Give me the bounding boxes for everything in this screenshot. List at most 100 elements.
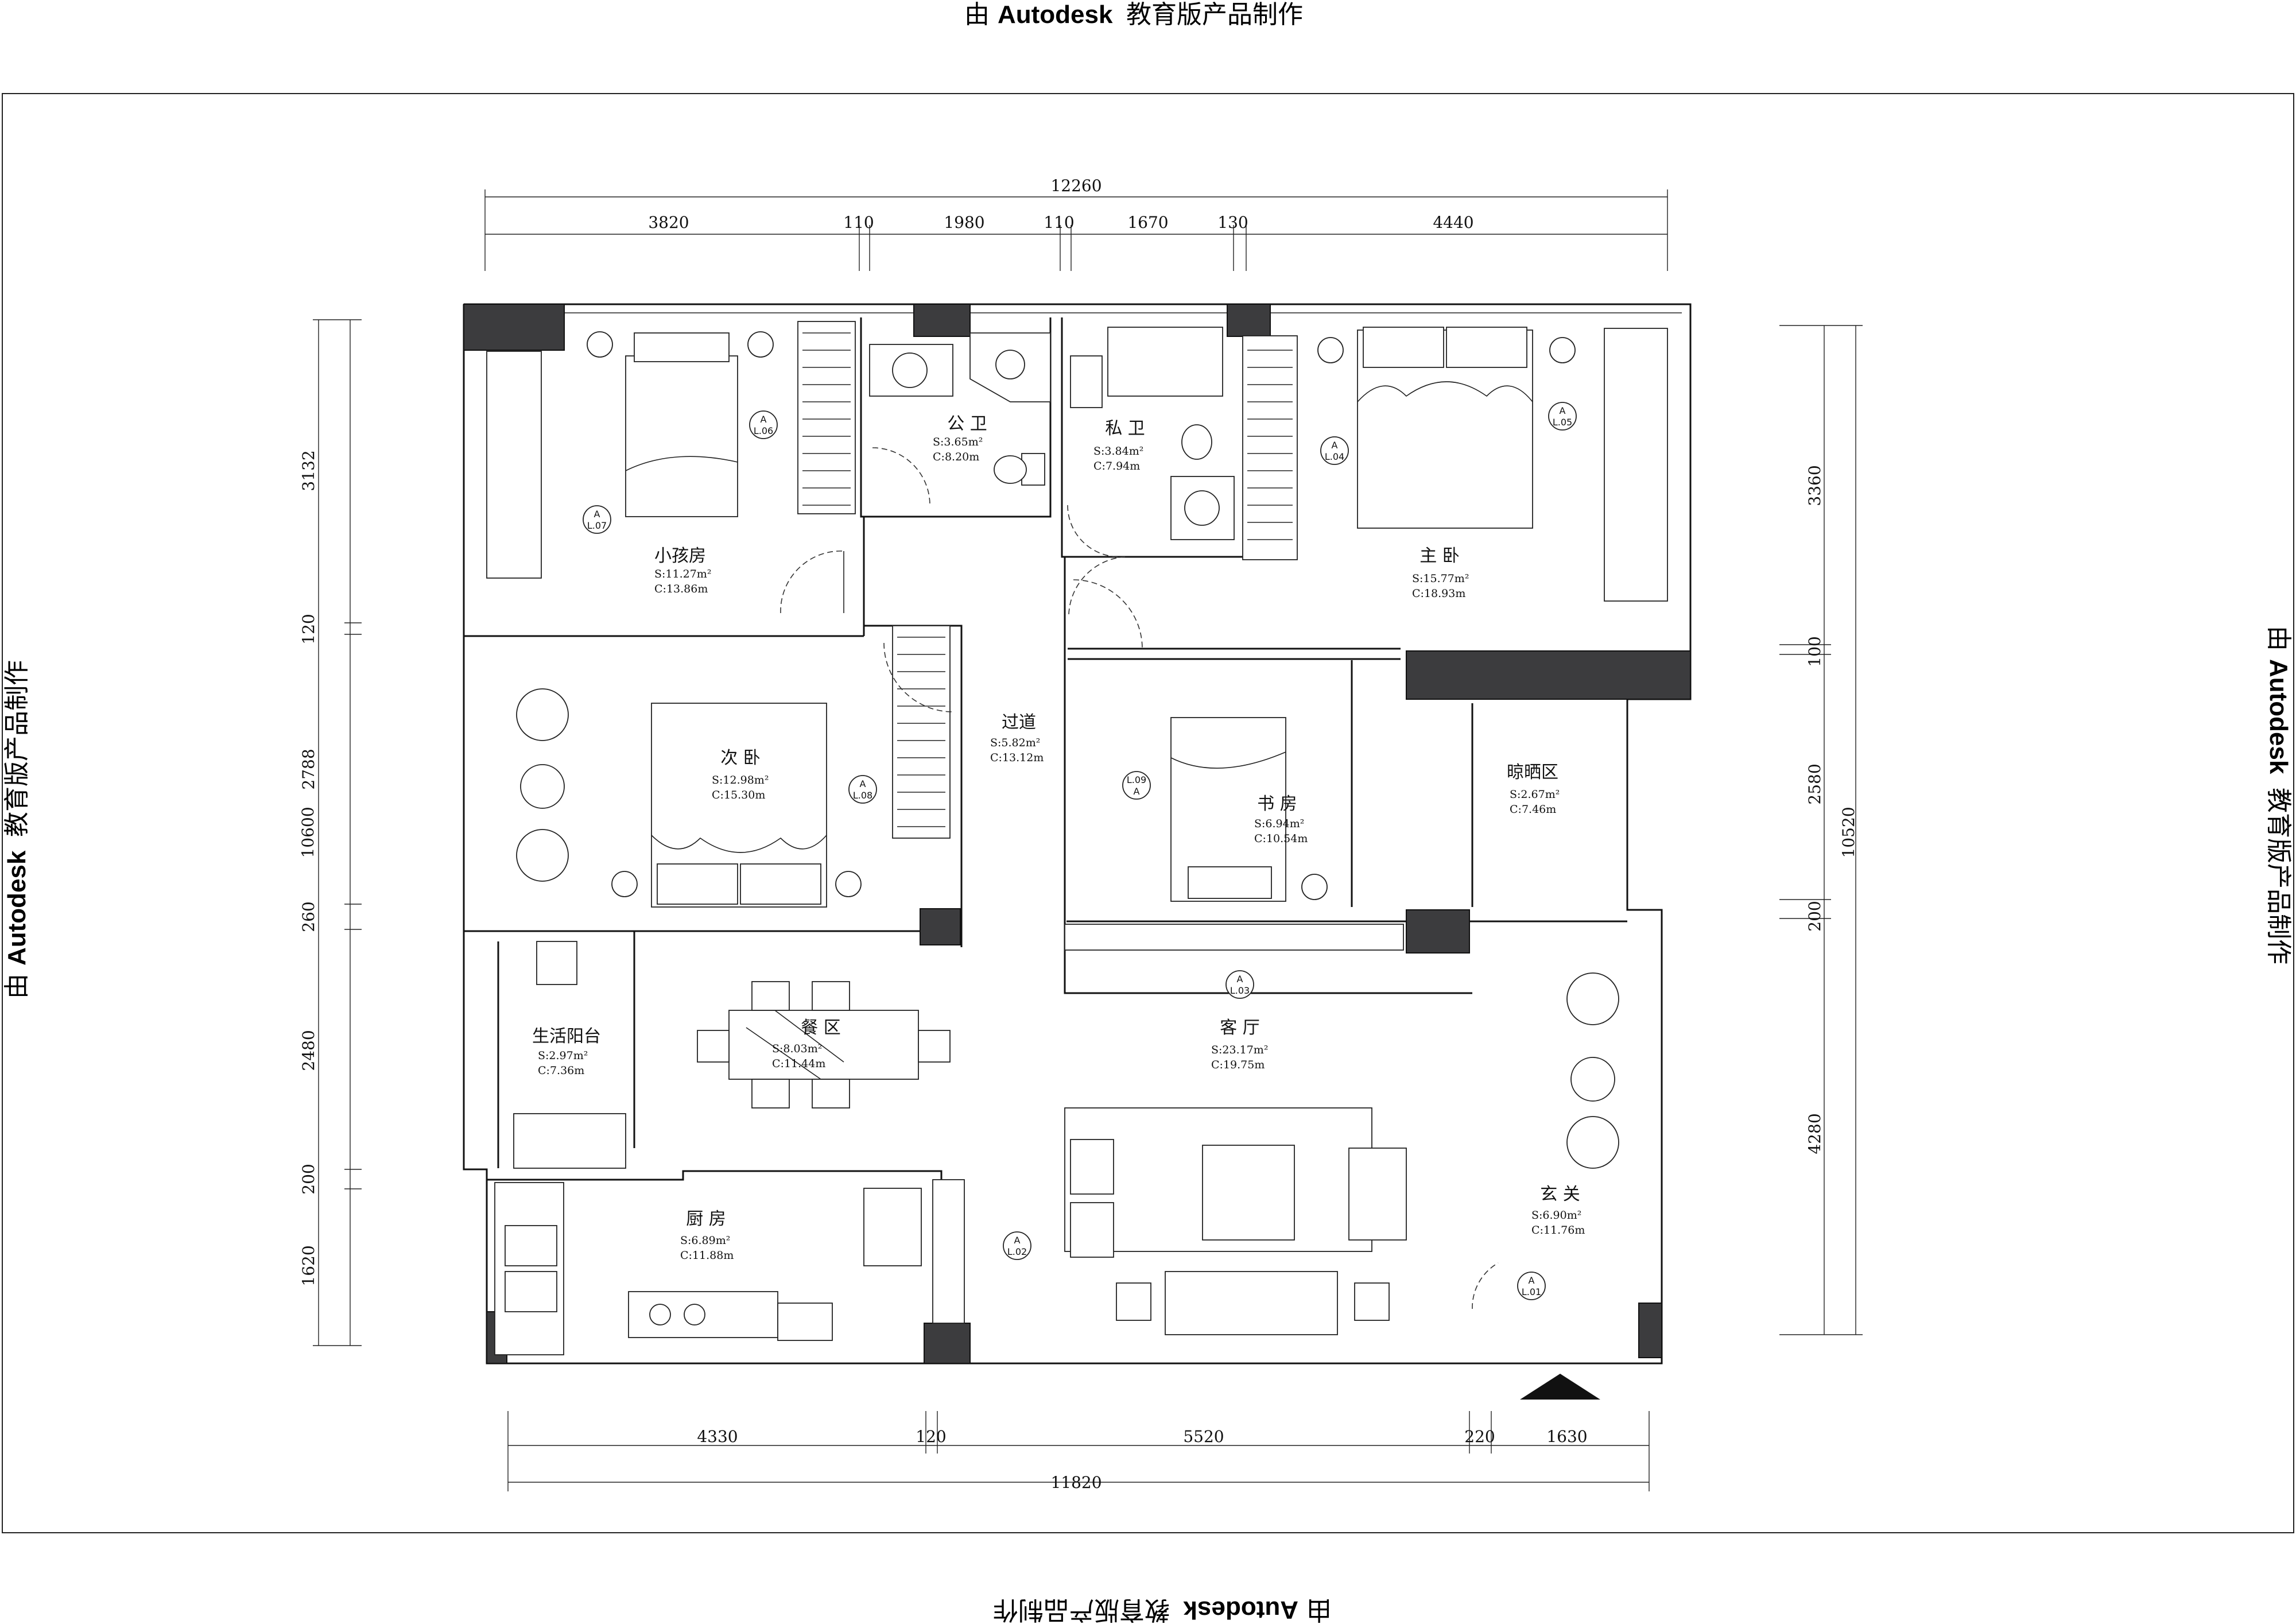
room-name-second-bed: 次 卧 <box>720 748 761 768</box>
room-living: 客 厅 S:23.17m² C:19.75m <box>1211 1018 1268 1071</box>
room-name-kitchen: 厨 房 <box>686 1209 726 1229</box>
room-area-corridor: S:5.82m² <box>990 737 1040 749</box>
doors <box>780 447 1499 1309</box>
dim-left-seg-1: 3132 <box>299 450 318 491</box>
dim-bottom-seg-1: 4330 <box>697 1427 738 1446</box>
room-public-bath: 公 卫 S:3.65m² C:8.20m <box>933 414 987 463</box>
dim-bottom-total: 11820 <box>1050 1473 1102 1492</box>
room-area-public-bath: S:3.65m² <box>933 436 983 448</box>
room-area-study: S:6.94m² <box>1254 817 1304 830</box>
watermark-right-prefix: 由 <box>2264 626 2293 651</box>
dim-top-seg-1: 3820 <box>648 213 689 232</box>
svg-text:A: A <box>1014 1235 1021 1246</box>
room-perimeter-corridor: C:13.12m <box>990 751 1044 764</box>
dim-right-total: 10520 <box>1839 807 1858 858</box>
kitchen-fixtures <box>494 941 965 1355</box>
bathroom-fixtures <box>869 327 1235 540</box>
dim-top-seg-2: 110 <box>843 213 874 232</box>
elevation-tag-l01: A L.01 <box>1517 1272 1546 1300</box>
dim-top-seg-4: 110 <box>1044 213 1074 232</box>
room-perimeter-drying: C:7.46m <box>1510 803 1556 816</box>
top-dimension-chain: 12260 3820 110 1980 110 1670 130 4440 <box>484 176 1668 271</box>
svg-text:L.09: L.09 <box>1127 774 1146 785</box>
watermark-left-brand: Autodesk <box>3 850 31 966</box>
dim-left-seg-4: 260 <box>299 901 318 932</box>
elevation-tag-l06: A L.06 <box>749 410 778 439</box>
watermark-bottom-brand: Autodesk <box>1183 1596 1298 1624</box>
room-name-living: 客 厅 <box>1220 1018 1260 1038</box>
room-perimeter-public-bath: C:8.20m <box>933 451 979 463</box>
watermark-top-brand: Autodesk <box>998 1 1113 29</box>
dim-left-seg-6: 200 <box>299 1164 318 1194</box>
dim-bottom-seg-4: 220 <box>1464 1427 1495 1446</box>
right-dimension-chain: 10520 3360 100 2580 200 4280 <box>1779 325 1863 1335</box>
room-name-study: 书 房 <box>1257 794 1297 814</box>
bed-study <box>1170 717 1328 902</box>
room-perimeter-second-bed: C:15.30m <box>712 789 765 801</box>
watermark-left: 由 Autodesk 教育版产品制作 <box>2 660 32 999</box>
dim-right-seg-4: 200 <box>1805 901 1824 931</box>
dim-bottom-seg-3: 5520 <box>1183 1427 1224 1446</box>
room-name-dining: 餐 区 <box>801 1018 841 1038</box>
watermark-top-prefix: 由 <box>964 0 990 29</box>
room-perimeter-kids: C:13.86m <box>654 583 708 595</box>
dining-table <box>697 981 951 1108</box>
dim-right-seg-2: 100 <box>1805 636 1824 666</box>
room-name-master-bed: 主 卧 <box>1420 546 1460 566</box>
room-entry: 玄 关 S:6.90m² C:11.76m <box>1531 1184 1585 1237</box>
room-perimeter-master-bed: C:18.93m <box>1412 587 1465 600</box>
room-drying: 晾晒区 S:2.67m² C:7.46m <box>1507 762 1560 816</box>
room-perimeter-kitchen: C:11.88m <box>680 1249 734 1262</box>
beds <box>587 327 1576 908</box>
elevation-tag-l04: A L.04 <box>1320 436 1349 465</box>
elevation-tag-l09: L.09 A <box>1122 771 1151 800</box>
room-area-kids: S:11.27m² <box>654 568 711 580</box>
room-area-drying: S:2.67m² <box>1510 788 1560 801</box>
watermark-top: 由 Autodesk 教育版产品制作 <box>964 0 1303 29</box>
room-name-utility-balcony: 生活阳台 <box>532 1026 601 1047</box>
room-perimeter-study: C:10.54m <box>1254 832 1308 845</box>
watermark-top-suffix: 教育版产品制作 <box>1126 0 1303 29</box>
room-perimeter-dining: C:11.44m <box>772 1057 825 1070</box>
svg-text:A: A <box>761 414 767 425</box>
watermark-bottom-prefix: 由 <box>1306 1595 1332 1624</box>
room-name-corridor: 过道 <box>1002 712 1036 732</box>
room-name-public-bath: 公 卫 <box>947 414 987 434</box>
svg-text:L.02: L.02 <box>1007 1246 1027 1257</box>
bed-second-room <box>611 703 862 908</box>
dim-left-seg-5: 2480 <box>299 1030 318 1071</box>
svg-text:A: A <box>860 778 866 789</box>
svg-text:L.07: L.07 <box>587 520 607 531</box>
bottom-dimension-chain: 4330 120 5520 220 1630 11820 <box>507 1411 1650 1492</box>
watermark-left-prefix: 由 <box>2 974 32 999</box>
living-furniture <box>516 688 1619 1335</box>
watermark-right: 由 Autodesk 教育版产品制作 <box>2264 626 2293 964</box>
room-corridor: 过道 S:5.82m² C:13.12m <box>990 712 1044 764</box>
watermark-bottom: 由 Autodesk 教育版产品制作 <box>993 1595 1332 1624</box>
left-dimension-chain: 10600 3132 120 2788 260 2480 200 1620 <box>298 319 362 1346</box>
elevation-tag-l03: A L.03 <box>1225 970 1254 999</box>
room-dining: 餐 区 S:8.03m² C:11.44m <box>772 1018 841 1070</box>
dim-top-total: 12260 <box>1050 176 1102 195</box>
room-area-second-bed: S:12.98m² <box>712 774 769 786</box>
room-area-living: S:23.17m² <box>1211 1044 1268 1056</box>
dim-top-seg-3: 1980 <box>944 213 984 232</box>
svg-text:L.06: L.06 <box>754 425 773 436</box>
room-area-private-bath: S:3.84m² <box>1093 445 1143 458</box>
dim-left-seg-7: 1620 <box>299 1245 318 1286</box>
room-private-bath: 私 卫 S:3.84m² C:7.94m <box>1093 418 1145 472</box>
room-perimeter-utility-balcony: C:7.36m <box>538 1064 584 1077</box>
dim-left-seg-3: 2788 <box>299 749 318 789</box>
room-kids: 小孩房 S:11.27m² C:13.86m <box>654 546 711 595</box>
room-kitchen: 厨 房 S:6.89m² C:11.88m <box>680 1209 734 1262</box>
svg-text:L.03: L.03 <box>1230 985 1250 996</box>
svg-text:L.05: L.05 <box>1553 417 1572 428</box>
room-second-bed: 次 卧 S:12.98m² C:15.30m <box>712 748 769 801</box>
dim-right-seg-5: 4280 <box>1805 1113 1824 1154</box>
dim-right-seg-3: 2580 <box>1805 763 1824 804</box>
room-area-kitchen: S:6.89m² <box>680 1234 730 1247</box>
watermark-right-brand: Autodesk <box>2264 659 2293 774</box>
dim-left-seg-2: 120 <box>299 614 318 644</box>
watermark-left-suffix: 教育版产品制作 <box>2 660 32 837</box>
